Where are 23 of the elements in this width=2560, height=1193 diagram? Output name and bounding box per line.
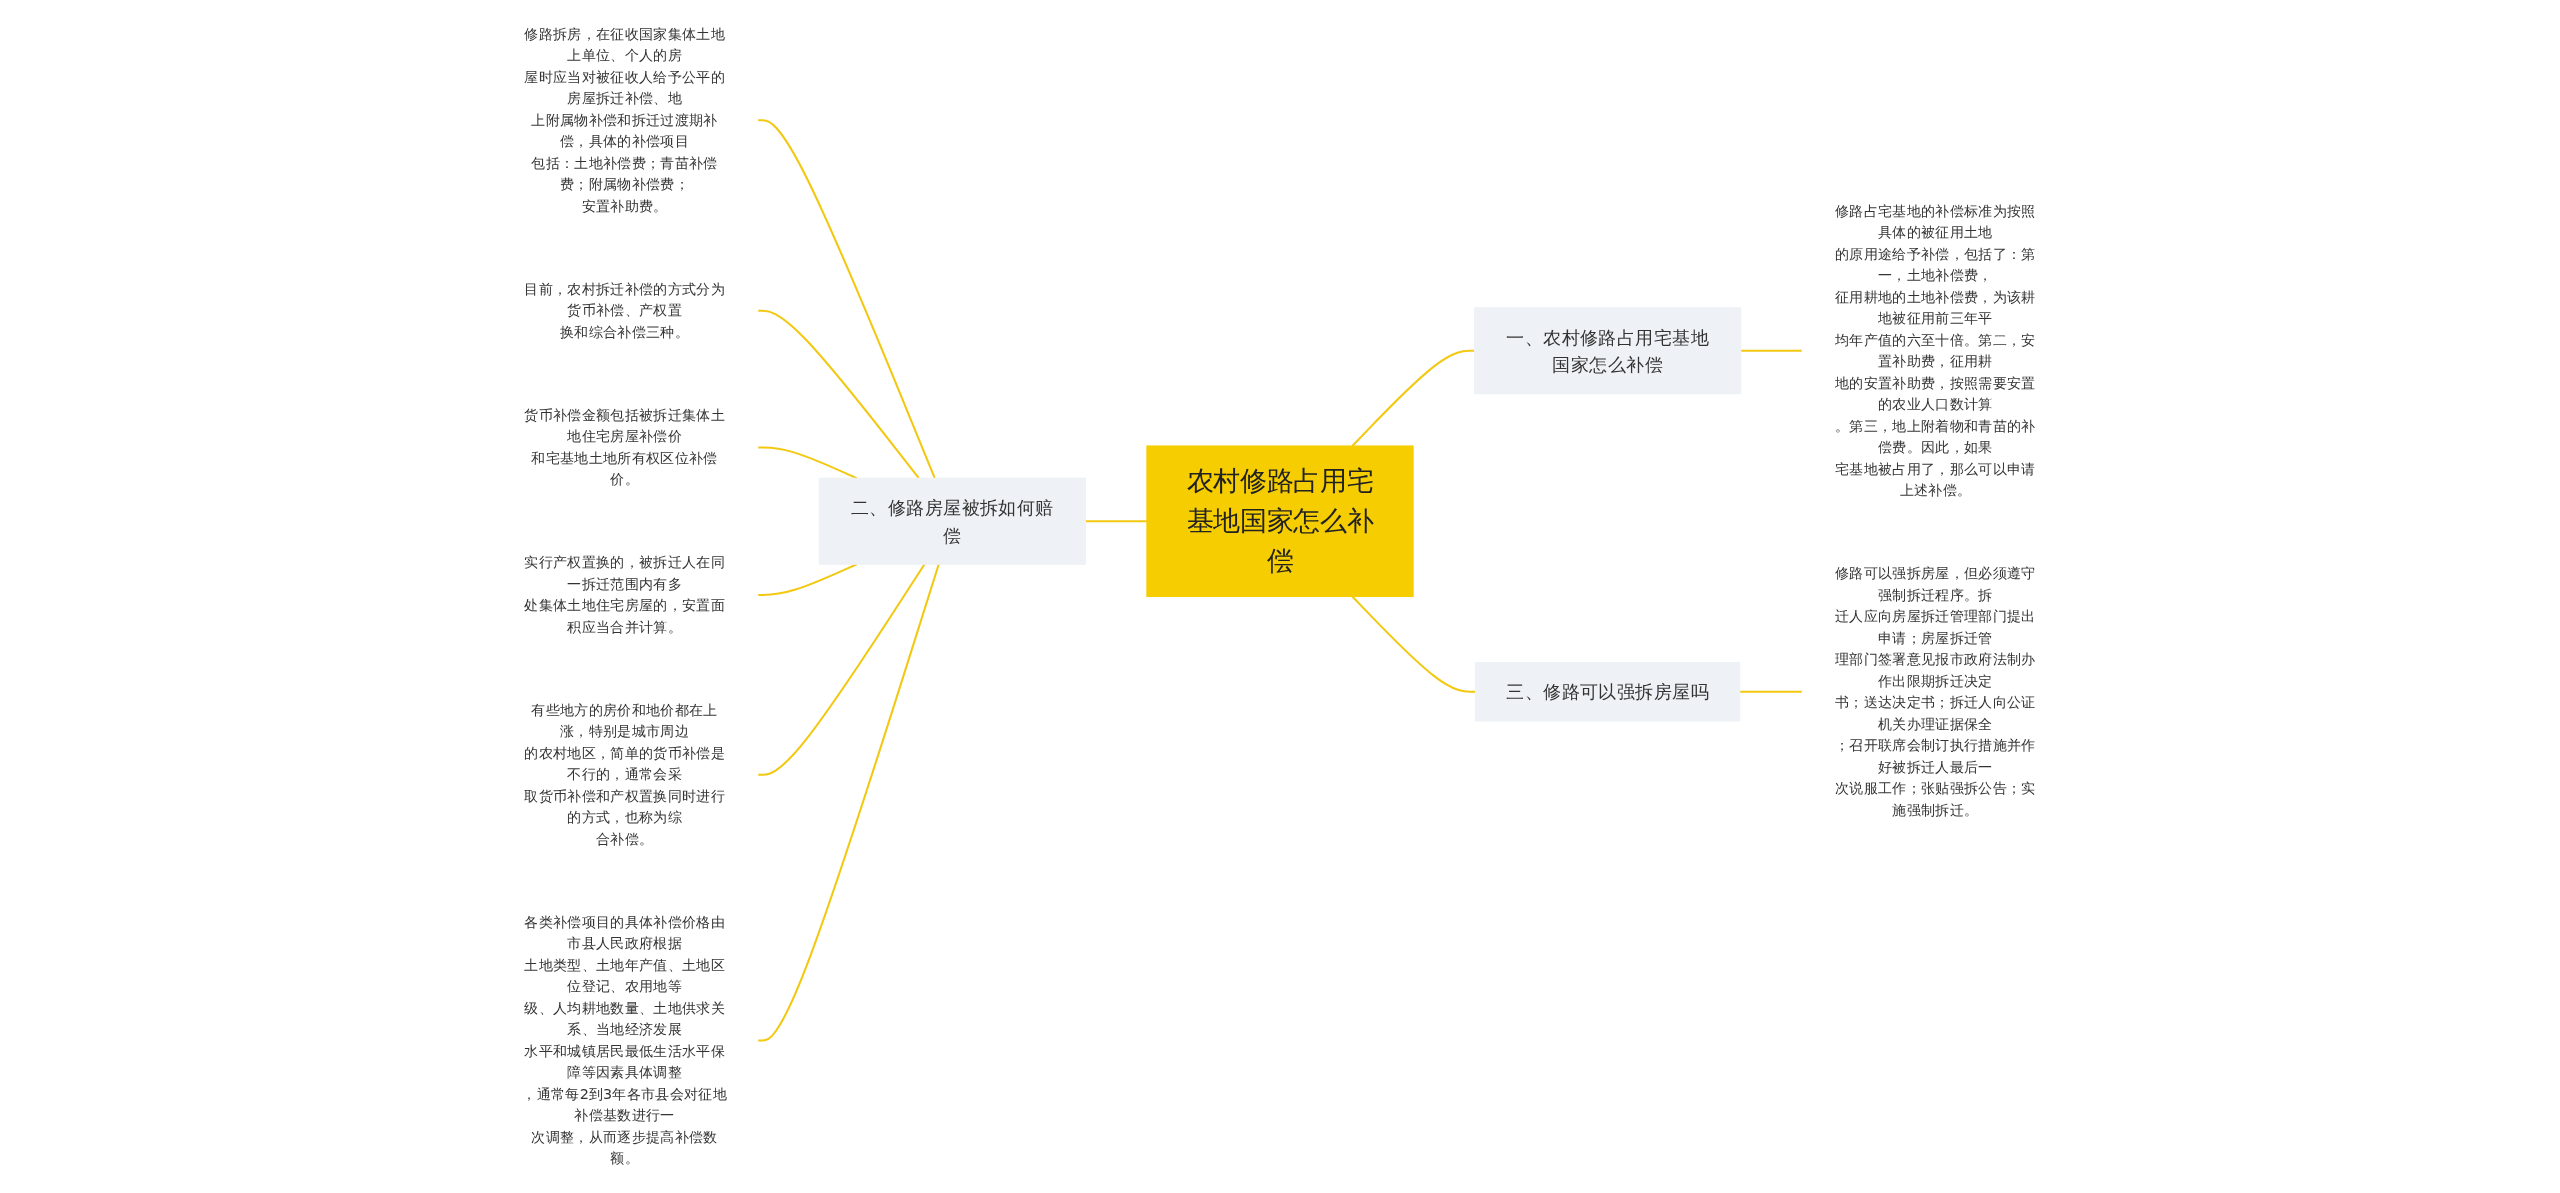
node-text: 货币补偿金额包括被拆迁集体土地住宅房屋补偿价和宅基地土地所有权区位补偿价。 [524,406,725,488]
connector [757,563,940,1042]
node-text: 目前，农村拆迁补偿的方式分为货币补偿、产权置换和综合补偿三种。 [524,280,725,340]
node-box: 农村修路占用宅基地国家怎么补偿 [1146,445,1414,597]
connector [1739,690,1803,693]
connector [757,309,920,479]
node-text: 有些地方的房价和地价都在上涨，特别是城市周边的农村地区，简单的货币补偿是不行的，通常会采取货币补偿和产权置换同时进行的方式，也称为综合补偿。 [524,701,725,847]
node-text: 实行产权置换的，被拆迁人在同一拆迁范围内有多处集体土地住宅房屋的，安置面积应当合并计算。 [524,554,725,635]
connector [1351,349,1475,447]
connector [757,119,936,479]
node-box: 一、农村修路占用宅基地国家怎么补偿 [1474,307,1742,395]
connector [1085,520,1147,523]
connector [757,446,858,480]
connector [1740,349,1803,352]
node-text: 各类补偿项目的具体补偿价格由市县人民政府根据土地类型、土地年产值、土地区位登记、农用地等级、人均耕地数量、土地供求关系、当地经济发展水平和城镇居民最低生活水平保障等因素具体调整，通常每2到3年各市县会对征地补偿基数进行一次调整，从而逐步提高补偿数额。 [522,913,727,1167]
node-box: 二、修路房屋被拆如何赔偿 [818,477,1086,565]
node-text: 修路占宅基地的补偿标准为按照具体的被征用土地的原用途给予补偿，包括了：第一，土地补偿费，征用耕地的土地补偿费，为该耕地被征用前三年平均年产值的六至十倍。第二，安置补助费，征用耕地的安置补助费，按照需要安置的农业人口数计算。第三，地上附着物和青苗的补偿费。因此，如果宅基地被占用了，那么可以申请上述补偿。 [1835,202,2036,499]
node-text: 修路可以强拆房屋，但必须遵守强制拆迁程序。拆迁人应向房屋拆迁管理部门提出申请；房屋拆迁管理部门签署意见报市政府法制办作出限期拆迁决定书；送达决定书；拆迁人向公证机关办理证据保全；召开联席会制订执行措施并作好被拆迁人最后一次说服工作；张贴强拆公告；实施强制拆迁。 [1835,564,2036,818]
connector [757,563,858,596]
connector [757,563,926,776]
connector [1351,595,1476,693]
node-box: 三、修路可以强拆房屋吗 [1475,662,1741,722]
node-text: 修路拆房，在征收国家集体土地上单位、个人的房屋时应当对被征收人给予公平的房屋拆迁补偿、地上附属物补偿和拆迁过渡期补偿，具体的补偿项目包括：土地补偿费；青苗补偿费；附属物补偿费；安置补助费。 [524,25,725,215]
